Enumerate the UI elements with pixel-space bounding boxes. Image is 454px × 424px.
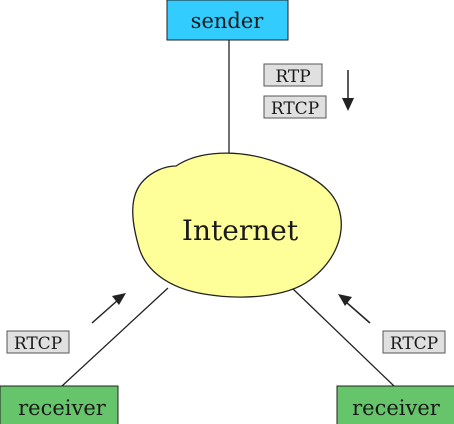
receiver-label-left: receiver (18, 396, 107, 420)
rtp-tag-label: RTP (275, 67, 310, 87)
up-right-arrow-icon (91, 293, 126, 324)
rtp-tag: RTP (263, 63, 323, 87)
receiver-node-left: receiver (0, 385, 119, 424)
down-arrow-icon (342, 70, 354, 111)
rtcp-tag-right-box (382, 330, 446, 354)
internet-label: Internet (182, 214, 299, 247)
rtcp-tag-left-box (6, 330, 70, 354)
receiver-node-right: receiver (336, 385, 454, 424)
sender-node: sender (166, 0, 289, 41)
rtcp-tag-right: RTCP (382, 330, 446, 354)
sender-box (166, 0, 289, 41)
rtp-tag-box (263, 63, 323, 87)
rtcp-tag-top-box (263, 95, 327, 119)
up-left-arrow-icon (338, 294, 371, 324)
rtcp-tag-left: RTCP (6, 330, 70, 354)
receiver-box-left (0, 385, 119, 424)
rtcp-tag-right-label: RTCP (390, 334, 438, 354)
rtcp-tag-left-label: RTCP (14, 334, 62, 354)
rtcp-tag-top: RTCP (263, 95, 327, 119)
internet-cloud: Internet (132, 152, 342, 298)
rtcp-tag-top-label: RTCP (271, 99, 319, 119)
receiver-label-right: receiver (352, 396, 441, 420)
internet-receiver-left-link (61, 287, 169, 387)
internet-receiver-right-link (291, 287, 395, 387)
receiver-box-right (336, 385, 454, 424)
sender-label: sender (191, 9, 265, 33)
